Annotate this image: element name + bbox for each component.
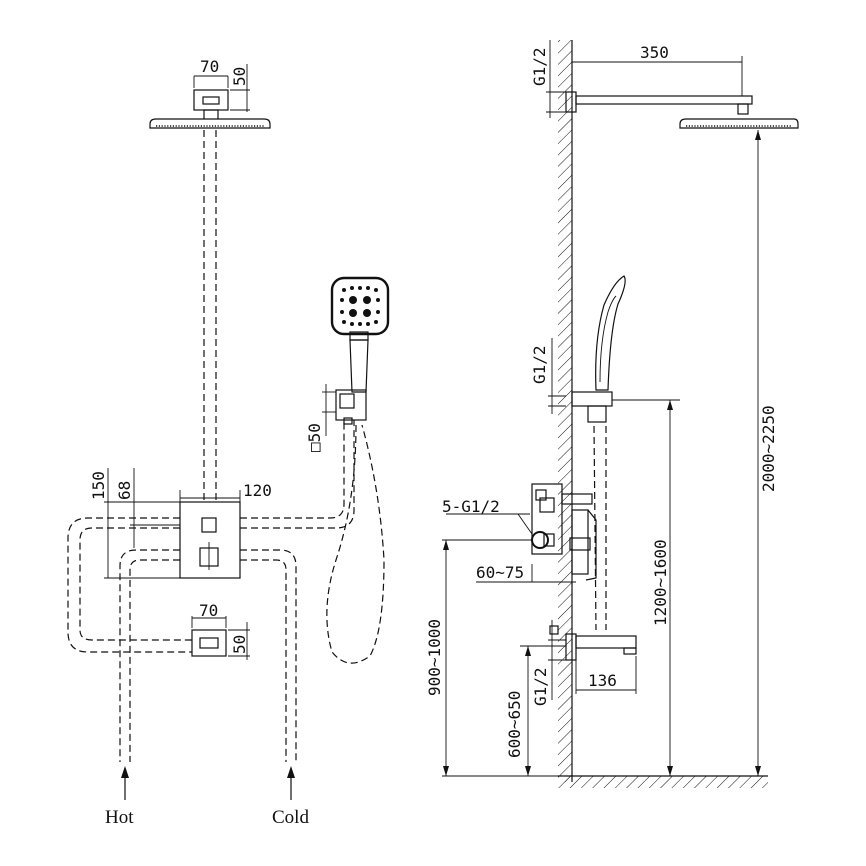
hand-shower-front bbox=[322, 276, 390, 436]
headshower-height-dim: 2000~2250 bbox=[759, 405, 778, 492]
holder-height-dim: 1200~1600 bbox=[651, 539, 670, 626]
mixing-valve bbox=[531, 483, 597, 581]
front-view: 70 50 120 150 68 bbox=[67, 57, 390, 828]
holder-thread-dim: G1/2 bbox=[530, 345, 549, 384]
holder-size-dim: □50 bbox=[305, 423, 324, 452]
spout-thread-dim: G1/2 bbox=[531, 667, 550, 706]
valve-height-dim: 900~1000 bbox=[425, 619, 444, 696]
spout-box-width-dim: 70 bbox=[199, 601, 218, 620]
valve-plate bbox=[179, 501, 241, 579]
hand-shower-side bbox=[571, 275, 626, 423]
headshower-depth-dim: 50 bbox=[230, 67, 249, 86]
spout-box bbox=[191, 616, 250, 660]
headshower-width-dim: 70 bbox=[200, 57, 219, 76]
tub-spout bbox=[549, 625, 637, 661]
spout-height-dim: 600~650 bbox=[505, 691, 524, 758]
arm-length-dim: 350 bbox=[640, 43, 669, 62]
hot-label: Hot bbox=[105, 807, 134, 828]
shower-arm bbox=[565, 91, 799, 129]
floor-hatch bbox=[558, 776, 768, 788]
valve-depth-dim: 60~75 bbox=[476, 563, 524, 582]
cold-inlet-arrow bbox=[287, 766, 295, 800]
wall-hatch bbox=[558, 40, 572, 782]
spout-box-depth-dim: 50 bbox=[230, 635, 249, 654]
rain-shower-head bbox=[149, 109, 271, 129]
side-hose bbox=[593, 425, 607, 631]
spout-projection-dim: 136 bbox=[588, 671, 617, 690]
valve-thread-dim: 5-G1/2 bbox=[442, 497, 500, 516]
valve-offset-150-dim: 150 bbox=[89, 471, 108, 500]
valve-offset-68-dim: 68 bbox=[115, 481, 134, 500]
valve-width-dim: 120 bbox=[243, 481, 272, 500]
supply-pipes bbox=[67, 420, 355, 762]
side-view: 350 G1/2 2000~2250 G1/2 1200~1600 bbox=[425, 40, 799, 788]
hand-shower-hose bbox=[326, 424, 385, 664]
cold-label: Cold bbox=[272, 807, 309, 828]
top-thread-dim: G1/2 bbox=[530, 47, 549, 86]
hot-inlet-arrow bbox=[121, 766, 129, 800]
